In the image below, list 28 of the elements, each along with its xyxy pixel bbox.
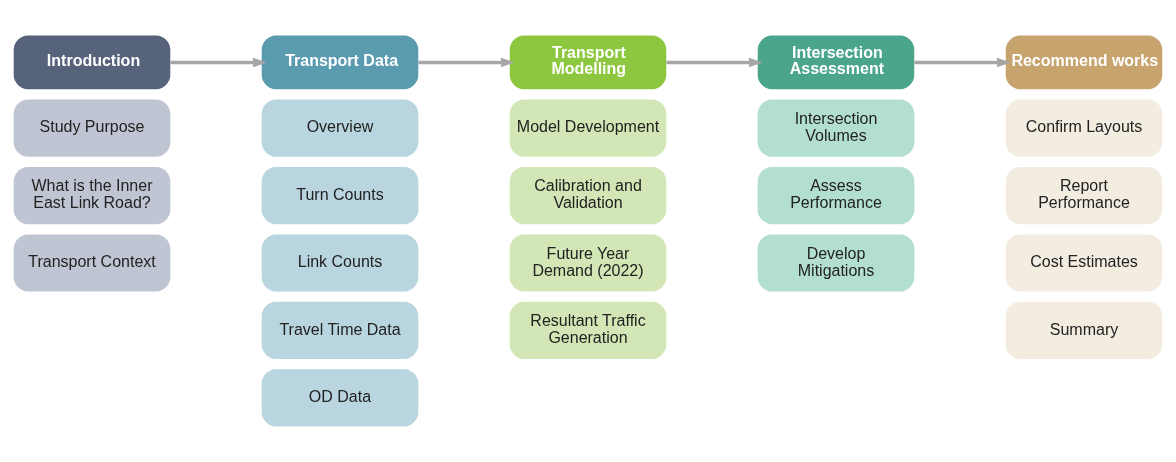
arrow — [914, 57, 1011, 68]
node-box: Travel Time Data — [261, 301, 419, 359]
node-box: Introduction — [13, 35, 171, 90]
node-box: Calibration and Validation — [509, 167, 667, 225]
node-box: Intersection Assessment — [757, 35, 915, 90]
arrow — [666, 57, 763, 68]
node-box: Transport Modelling — [509, 35, 667, 90]
node-box: OD Data — [261, 369, 419, 427]
arrow — [170, 57, 267, 68]
node-box: Study Purpose — [13, 99, 171, 157]
node-box: Link Counts — [261, 234, 419, 292]
node-box: Confirm Layouts — [1005, 99, 1163, 157]
node-box: What is the Inner East Link Road? — [13, 167, 171, 225]
node-box: Intersection Volumes — [757, 99, 915, 157]
node-box: Transport Data — [261, 35, 419, 90]
node-box: Overview — [261, 99, 419, 157]
node-box: Cost Estimates — [1005, 234, 1163, 292]
node-box: Model Development — [509, 99, 667, 157]
arrow — [418, 57, 515, 68]
node-box: Develop Mitigations — [757, 234, 915, 292]
node-box: Transport Context — [13, 234, 171, 292]
node-box: Summary — [1005, 301, 1163, 359]
node-box: Recommend works — [1005, 35, 1163, 90]
node-box: Turn Counts — [261, 167, 419, 225]
node-box: Assess Performance — [757, 167, 915, 225]
node-box: Resultant Traffic Generation — [509, 301, 667, 359]
node-box: Report Performance — [1005, 167, 1163, 225]
node-box: Future Year Demand (2022) — [509, 234, 667, 292]
